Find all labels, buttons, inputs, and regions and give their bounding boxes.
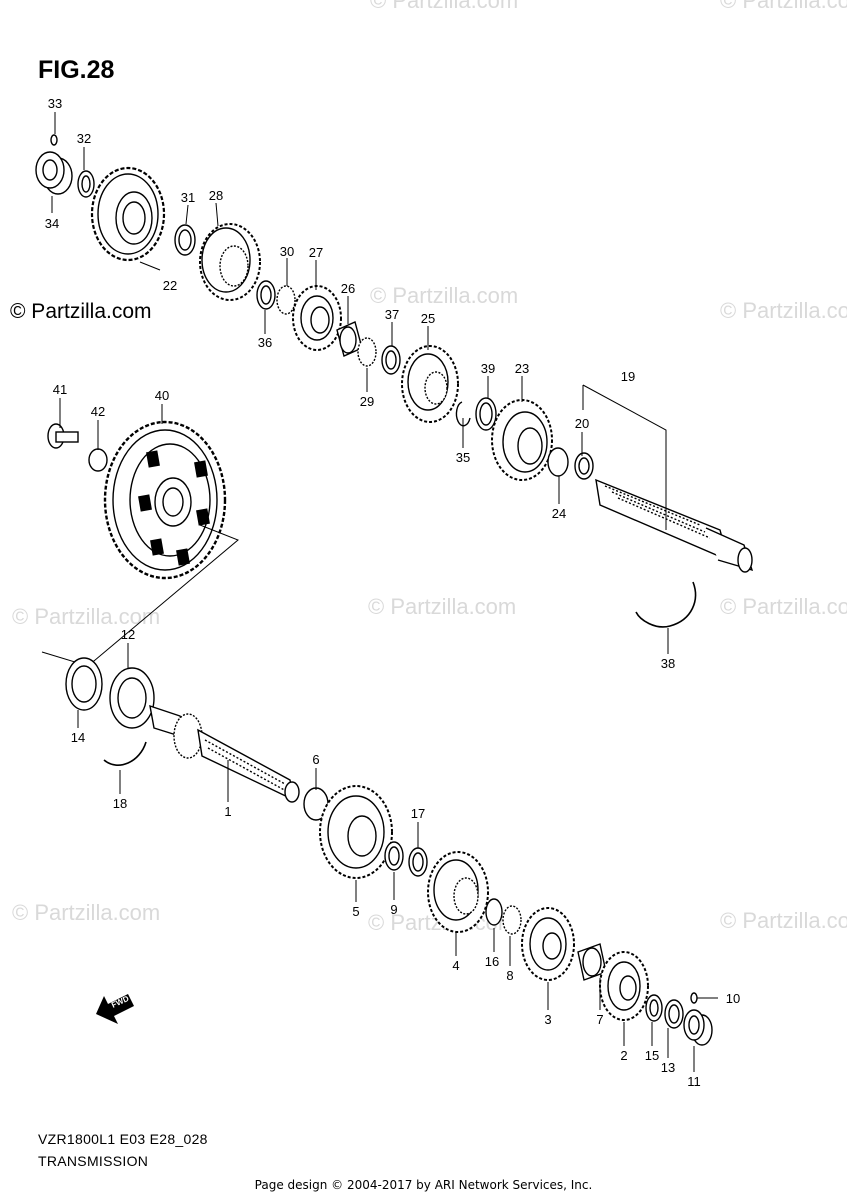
callout-8: 8 xyxy=(506,968,513,983)
watermark: © Partzilla.com xyxy=(720,0,847,13)
callout-13: 13 xyxy=(661,1060,675,1075)
snap-ring-38 xyxy=(635,581,697,628)
callout-19: 19 xyxy=(621,369,635,384)
bushing-34 xyxy=(35,151,73,195)
callout-38: 38 xyxy=(661,656,675,671)
callout-14: 14 xyxy=(71,730,85,745)
callout-2: 2 xyxy=(620,1048,627,1063)
callout-12: 12 xyxy=(121,627,135,642)
part-callouts: 33 32 34 31 28 22 30 27 26 36 37 25 29 3… xyxy=(45,96,740,1089)
driveshaft-assembly xyxy=(65,657,718,1046)
watermark: © Partzilla.com xyxy=(12,900,161,925)
callout-36: 36 xyxy=(258,335,272,350)
gear-2 xyxy=(599,951,649,1021)
callout-11: 11 xyxy=(687,1074,701,1089)
driveshaft-1 xyxy=(149,704,300,803)
bolt-41 xyxy=(47,423,79,449)
primary-driven-gear-40 xyxy=(103,420,227,580)
callout-32: 32 xyxy=(77,131,91,146)
watermark: © Partzilla.com xyxy=(720,908,847,933)
callout-16: 16 xyxy=(485,954,499,969)
gear-22 xyxy=(90,166,166,262)
callout-34: 34 xyxy=(45,216,59,231)
callout-15: 15 xyxy=(645,1048,659,1063)
callout-4: 4 xyxy=(452,958,459,973)
countershaft-19 xyxy=(595,478,754,573)
callout-41: 41 xyxy=(53,382,67,397)
page-credit: Page design © 2004-2017 by ARI Network S… xyxy=(254,1178,593,1192)
gear-28 xyxy=(199,223,261,301)
gear-4 xyxy=(427,851,489,933)
gear-5 xyxy=(319,785,393,879)
callout-28: 28 xyxy=(209,188,223,203)
callout-6: 6 xyxy=(312,752,319,767)
callout-42: 42 xyxy=(91,404,105,419)
callout-37: 37 xyxy=(385,307,399,322)
callout-26: 26 xyxy=(341,281,355,296)
model-code: VZR1800L1 E03 E28_028 xyxy=(38,1131,208,1147)
callout-39: 39 xyxy=(481,361,495,376)
gear-23 xyxy=(491,399,553,481)
callout-23: 23 xyxy=(515,361,529,376)
callout-29: 29 xyxy=(360,394,374,409)
watermark: © Partzilla.com xyxy=(370,283,519,308)
callout-25: 25 xyxy=(421,311,435,326)
callout-30: 30 xyxy=(280,244,294,259)
callout-22: 22 xyxy=(163,278,177,293)
watermark: © Partzilla.com xyxy=(720,298,847,323)
callout-1: 1 xyxy=(224,804,231,819)
watermark: © Partzilla.com xyxy=(720,594,847,619)
callout-18: 18 xyxy=(113,796,127,811)
forward-arrow-icon: FWD xyxy=(96,994,134,1024)
callout-27: 27 xyxy=(309,245,323,260)
callout-24: 24 xyxy=(552,506,566,521)
watermark-dark: © Partzilla.com xyxy=(10,300,152,323)
watermark: © Partzilla.com xyxy=(12,604,161,629)
figure-title: FIG.28 xyxy=(38,56,115,84)
callout-40: 40 xyxy=(155,388,169,403)
callout-9: 9 xyxy=(390,902,397,917)
callout-35: 35 xyxy=(456,450,470,465)
gear-27 xyxy=(292,285,342,351)
callout-3: 3 xyxy=(544,1012,551,1027)
callout-31: 31 xyxy=(181,190,195,205)
section-name: TRANSMISSION xyxy=(38,1153,149,1169)
gear-3 xyxy=(521,907,575,981)
watermark: © Partzilla.com xyxy=(370,0,519,13)
callout-10: 10 xyxy=(726,991,740,1006)
callout-17: 17 xyxy=(411,806,425,821)
gear-25 xyxy=(401,345,459,423)
countershaft-assembly xyxy=(35,134,754,573)
callout-33: 33 xyxy=(48,96,62,111)
washer-42 xyxy=(88,448,108,472)
callout-20: 20 xyxy=(575,416,589,431)
callout-5: 5 xyxy=(352,904,359,919)
watermark: © Partzilla.com xyxy=(368,594,517,619)
callout-7: 7 xyxy=(596,1012,603,1027)
